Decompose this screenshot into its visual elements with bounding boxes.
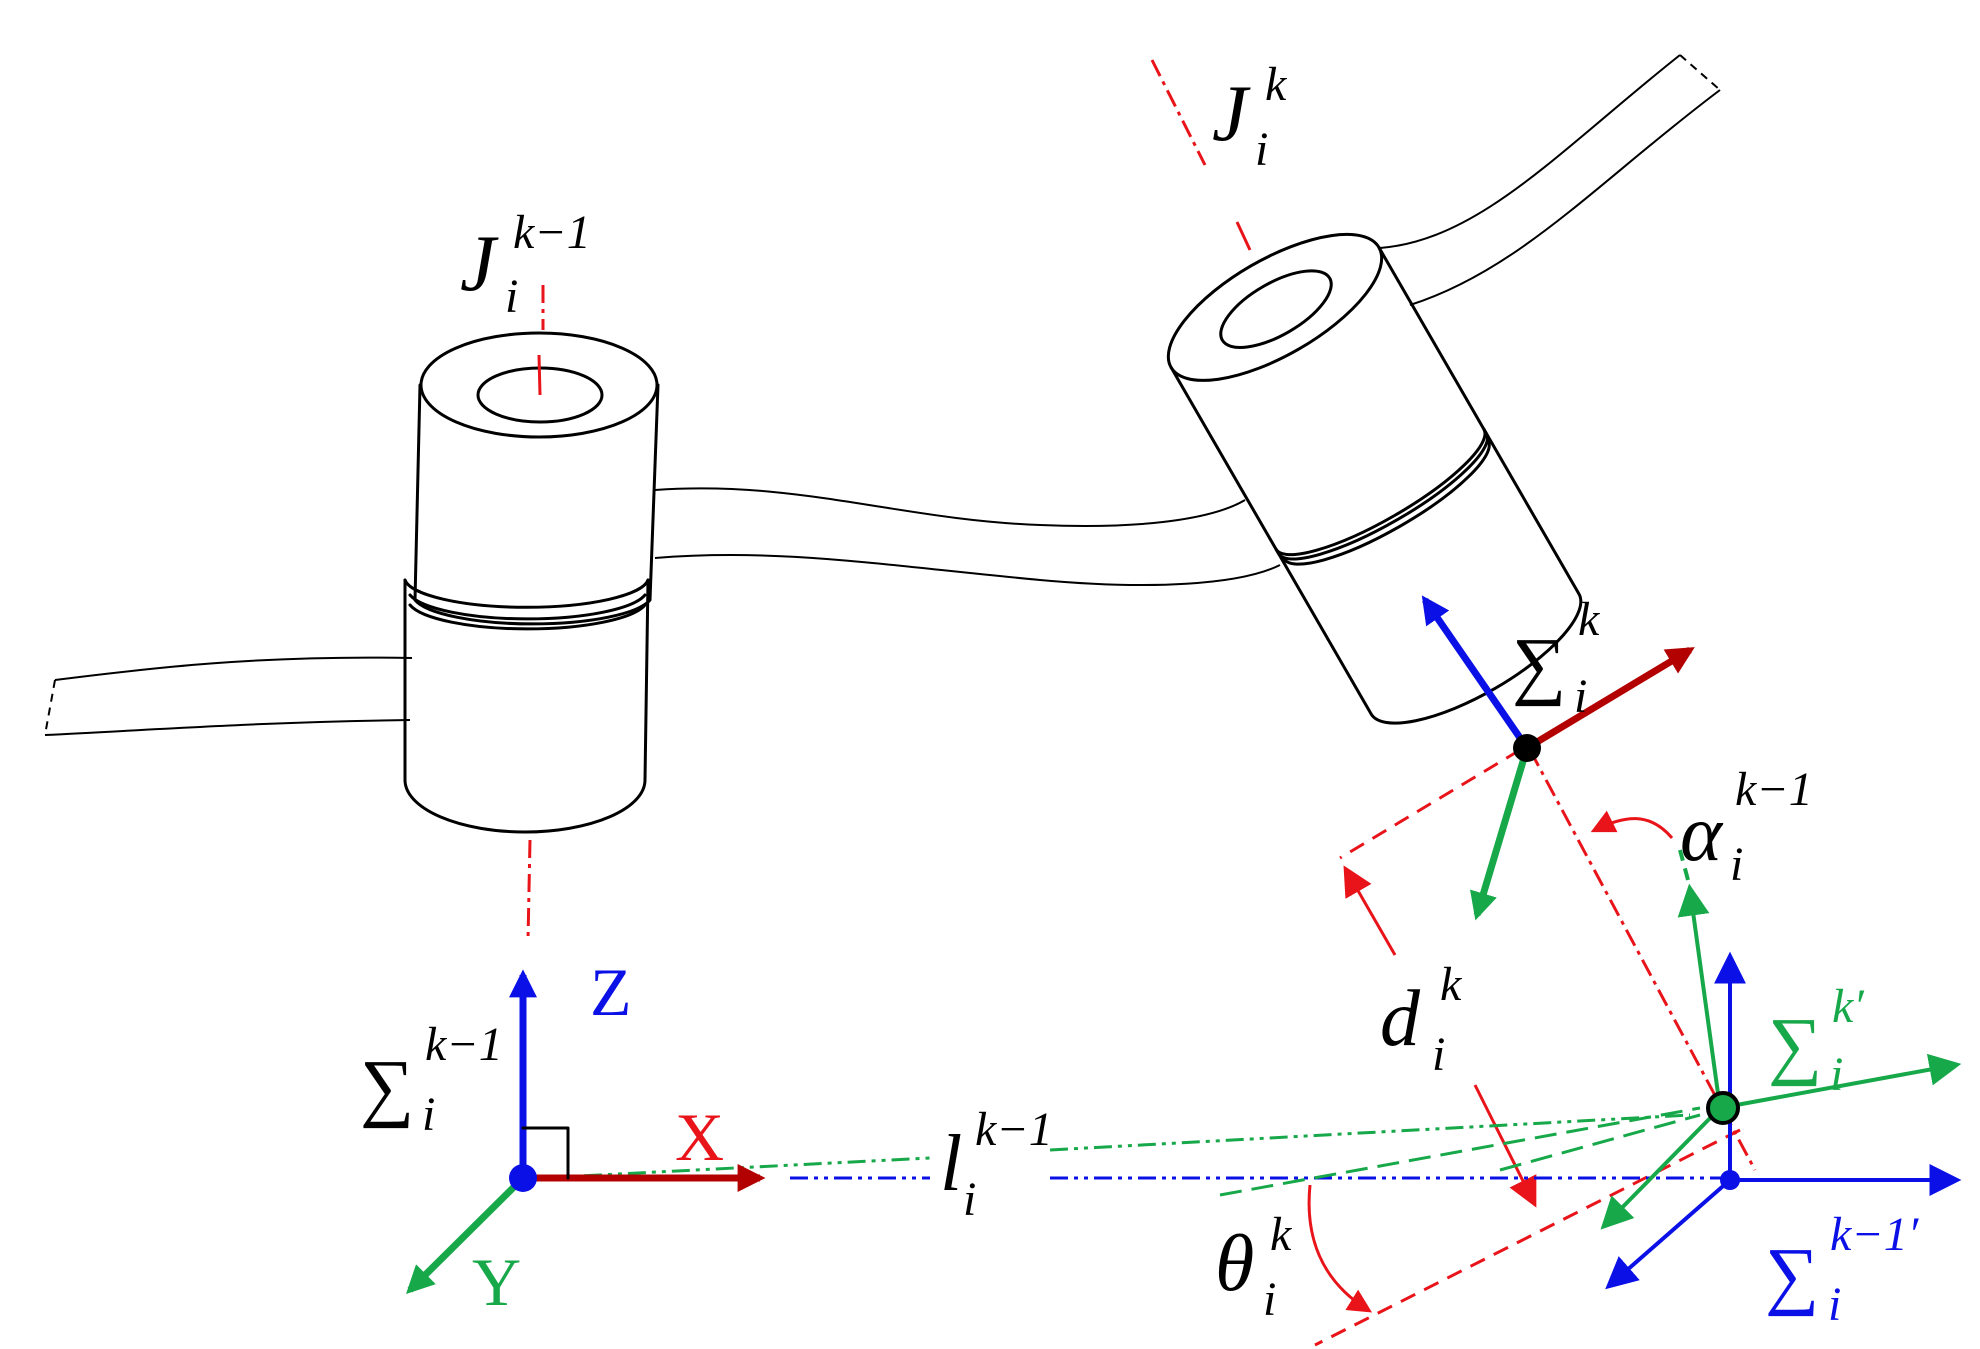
green-frame <box>1600 849 1962 1230</box>
svg-text:i: i <box>1574 670 1587 723</box>
d-dimension <box>1314 748 1741 1347</box>
svg-text:∑: ∑ <box>1768 1003 1822 1087</box>
svg-text:l: l <box>940 1120 962 1208</box>
svg-text:i: i <box>1730 838 1743 891</box>
alpha-arc <box>1590 810 1674 839</box>
d-arrow-lower <box>1473 1084 1537 1208</box>
x-axis-label: X <box>675 1099 724 1175</box>
label-joint-left: J k−1 i <box>460 206 591 323</box>
svg-text:k−1: k−1 <box>975 1103 1053 1156</box>
label-frame-blue: ∑ k−1′ i <box>1765 1208 1920 1331</box>
label-d: d k i <box>1380 958 1463 1081</box>
label-frame-origin: ∑ k−1 i <box>360 1018 503 1141</box>
svg-text:k−1: k−1 <box>425 1018 503 1071</box>
d-arrow-upper <box>1343 865 1397 956</box>
cable-left <box>44 656 413 736</box>
green-origin <box>1706 1091 1740 1125</box>
cable-right <box>1379 54 1721 306</box>
base-origin <box>509 1164 537 1192</box>
svg-text:k: k <box>1578 593 1601 646</box>
label-alpha: α k−1 i <box>1680 763 1813 891</box>
top-frame <box>1421 595 1695 921</box>
svg-text:i: i <box>505 270 518 323</box>
z-axis-label: Z <box>590 954 632 1030</box>
svg-text:k−1′: k−1′ <box>1830 1208 1920 1261</box>
svg-text:k−1: k−1 <box>513 206 591 259</box>
svg-text:i: i <box>422 1088 435 1141</box>
cable-middle <box>654 487 1281 586</box>
l-baseline <box>539 1106 1725 1197</box>
svg-text:i: i <box>1828 1278 1841 1331</box>
svg-text:∑: ∑ <box>1512 623 1566 707</box>
svg-text:k′: k′ <box>1832 980 1865 1033</box>
blue-frame <box>1605 951 1962 1290</box>
theta-arc <box>1307 1184 1373 1313</box>
svg-text:k−1: k−1 <box>1735 763 1813 816</box>
svg-text:k: k <box>1265 58 1288 111</box>
svg-text:k: k <box>1440 958 1463 1011</box>
joint-axis-left <box>526 285 545 941</box>
svg-text:J: J <box>1212 70 1251 158</box>
svg-text:∑: ∑ <box>1765 1233 1819 1317</box>
svg-text:k: k <box>1270 1208 1293 1261</box>
joint-axis-right <box>1150 59 1757 1171</box>
label-theta: θ k i <box>1215 1208 1293 1326</box>
label-frame-green: ∑ k′ i <box>1768 980 1865 1101</box>
svg-text:i: i <box>1255 123 1268 176</box>
joint-cylinder-right <box>1166 232 1583 725</box>
svg-text:i: i <box>963 1173 976 1226</box>
svg-text:α: α <box>1680 790 1724 878</box>
svg-text:θ: θ <box>1215 1220 1254 1308</box>
label-frame-top: ∑ k i <box>1512 593 1601 723</box>
svg-text:i: i <box>1432 1028 1445 1081</box>
joint-cylinder-left <box>403 331 660 834</box>
svg-text:i: i <box>1830 1048 1843 1101</box>
svg-text:d: d <box>1380 975 1421 1063</box>
top-origin <box>1513 734 1541 762</box>
svg-text:∑: ∑ <box>360 1045 414 1129</box>
svg-text:i: i <box>1263 1273 1276 1326</box>
svg-text:J: J <box>460 220 499 308</box>
base-frame <box>406 969 766 1294</box>
y-axis-arrow <box>406 1175 526 1294</box>
label-l: l k−1 i <box>940 1103 1053 1226</box>
y-axis-label: Y <box>472 1244 521 1320</box>
label-joint-top: J k i <box>1212 58 1288 176</box>
